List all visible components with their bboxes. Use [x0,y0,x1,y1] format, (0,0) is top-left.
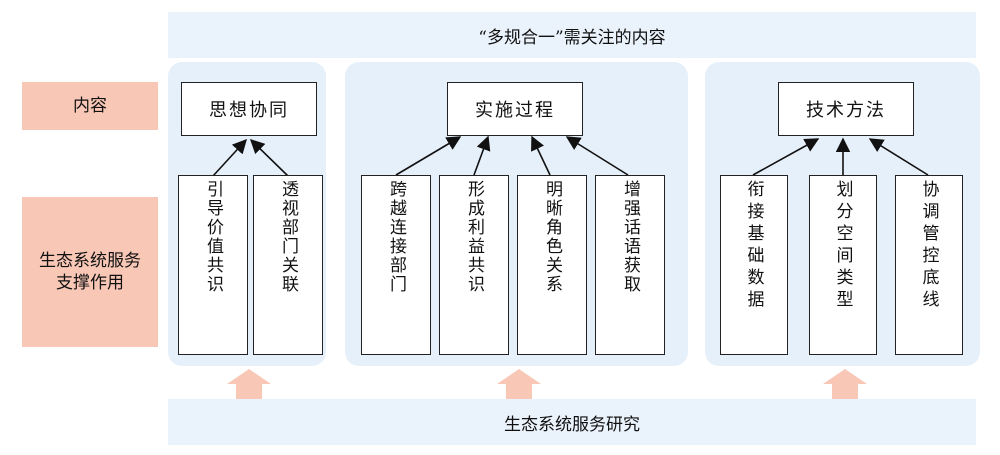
item-box-base-data: 衔接基础数据 [720,175,788,355]
up-arrow-2 [497,369,541,399]
item-text-spatial-types: 划分空间类型 [832,180,853,312]
head-title-implementation: 实施过程 [475,100,555,121]
head-title-thinking: 思想协同 [209,100,289,121]
bottom-band-title: 生态系统服务研究 [504,414,640,435]
up-arrow-1 [227,369,271,399]
head-box-thinking: 思想协同 [181,82,317,136]
row-label-content: 内容 [22,82,158,130]
item-text-role-relations: 明晰角色关系 [542,180,562,294]
top-band: “多规合一”需关注的内容 [168,12,976,58]
row-label-role: 生态系统服务支撑作用 [22,197,158,347]
item-text-value-consensus: 引导价值共识 [203,180,223,294]
head-box-technique: 技术方法 [778,82,914,136]
head-box-implementation: 实施过程 [447,82,583,136]
item-text-discourse-access: 增强话语获取 [620,180,640,294]
item-text-control-baseline: 协调管控底线 [918,180,939,312]
item-text-department-links: 透视部门关联 [278,180,298,294]
item-box-department-links: 透视部门关联 [253,175,323,355]
row-label-content-text: 内容 [73,96,107,116]
top-band-title: “多规合一”需关注的内容 [478,27,666,48]
item-text-interest-consensus: 形成利益共识 [464,180,484,294]
head-title-technique: 技术方法 [806,100,886,121]
item-text-cross-departments: 跨越连接部门 [386,180,406,294]
bottom-band: 生态系统服务研究 [168,399,976,445]
up-arrow-3 [823,369,867,399]
item-box-role-relations: 明晰角色关系 [517,175,587,355]
item-box-discourse-access: 增强话语获取 [595,175,665,355]
item-box-interest-consensus: 形成利益共识 [439,175,509,355]
item-box-control-baseline: 协调管控底线 [895,175,963,355]
item-box-spatial-types: 划分空间类型 [809,175,877,355]
row-label-role-text: 生态系统服务支撑作用 [39,251,141,293]
item-text-base-data: 衔接基础数据 [743,180,764,312]
item-box-value-consensus: 引导价值共识 [178,175,248,355]
item-box-cross-departments: 跨越连接部门 [361,175,431,355]
